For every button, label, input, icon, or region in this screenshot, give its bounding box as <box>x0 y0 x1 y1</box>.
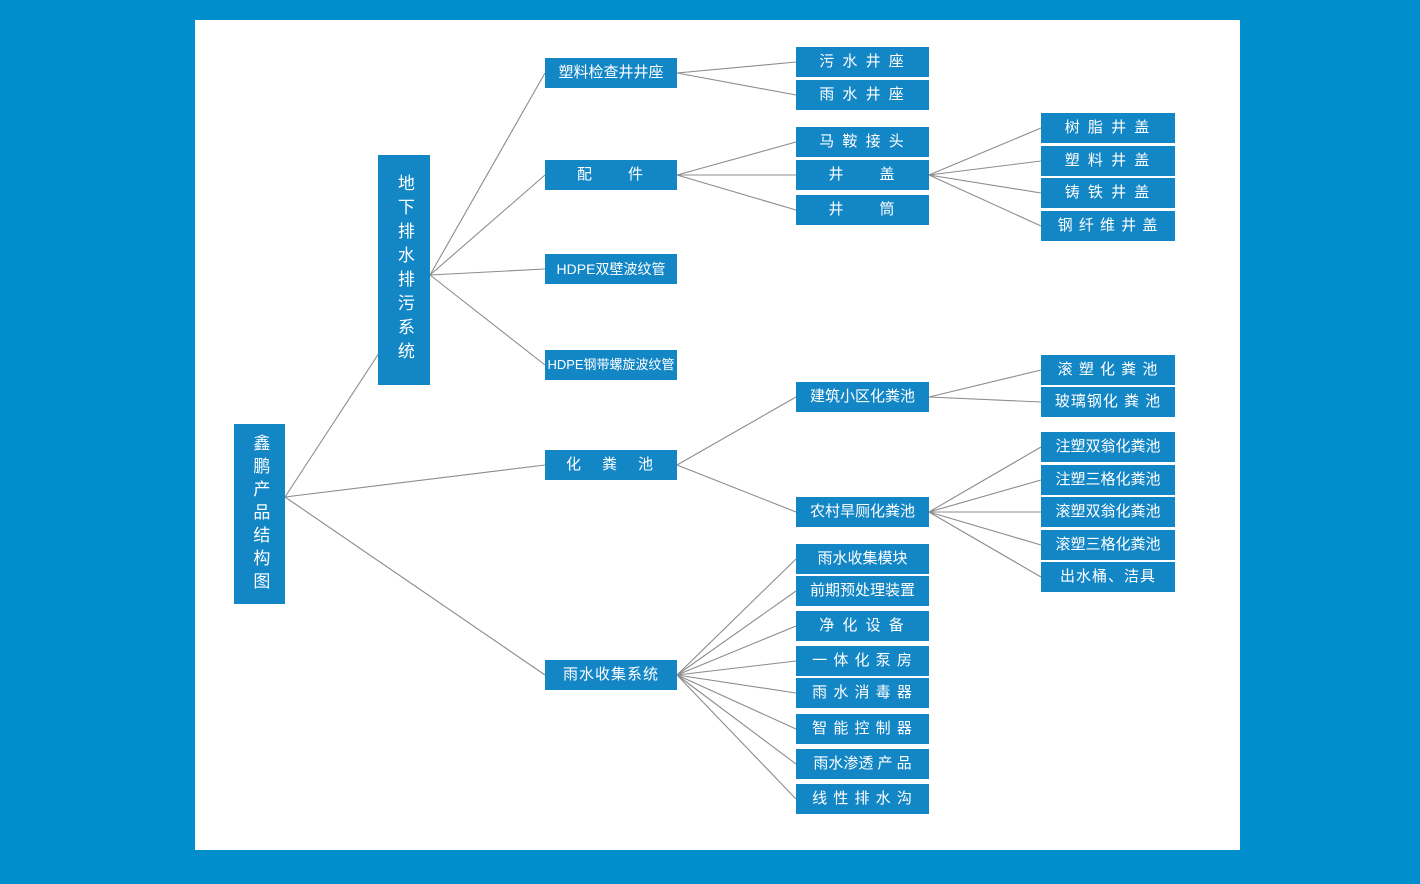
node-injection-molded-double-urn-septic-tank[interactable]: 注塑双翁化粪池 <box>1041 432 1175 462</box>
node-underground-drainage-system[interactable]: 地下排水排污系统 <box>378 155 430 385</box>
node-rainwater-collection-system[interactable]: 雨水收集系统 <box>545 660 677 690</box>
connector-l2_b-to-l3_b1 <box>676 396 797 466</box>
connector-l2_a2-to-l3_a2_3 <box>676 174 797 211</box>
connector-l3_a2_2-to-l4_cover_3 <box>928 174 1042 194</box>
node-hdpe-double-wall-corrugated-pipe[interactable]: HDPE双壁波纹管 <box>545 254 677 284</box>
node-plastic-manhole-cover[interactable]: 塑 料 井 盖 <box>1041 146 1175 176</box>
connector-l2_b-to-l3_b2 <box>676 464 797 513</box>
node-frp-septic-tank[interactable]: 玻璃钢化 粪 池 <box>1041 387 1175 417</box>
connector-l3_b2-to-l4_b2_4 <box>928 511 1042 546</box>
connector-l1_a-to-l2_a2 <box>429 174 546 276</box>
connector-l3_b2-to-l4_b2_5 <box>928 511 1042 578</box>
connector-l3_a2_2-to-l4_cover_1 <box>928 127 1042 176</box>
node-plastic-inspection-well-base[interactable]: 塑料检查井井座 <box>545 58 677 88</box>
connector-l3_b1-to-l4_b1_1 <box>928 369 1042 398</box>
node-well-shaft[interactable]: 井 筒 <box>796 195 929 225</box>
connector-l2_c-to-l3_c4 <box>676 660 797 676</box>
node-purification-equipment[interactable]: 净 化 设 备 <box>796 611 929 641</box>
node-rotomolded-double-urn-septic-tank[interactable]: 滚塑双翁化粪池 <box>1041 497 1175 527</box>
node-sewage-well-base[interactable]: 污 水 井 座 <box>796 47 929 77</box>
node-rotomolded-three-compartment-septic-tank[interactable]: 滚塑三格化粪池 <box>1041 530 1175 560</box>
connector-l2_a1-to-l3_a1_2 <box>676 72 797 96</box>
node-steel-fiber-manhole-cover[interactable]: 钢 纤 维 井 盖 <box>1041 211 1175 241</box>
node-injection-molded-three-compartment-septic-tank[interactable]: 注塑三格化粪池 <box>1041 465 1175 495</box>
connector-l2_c-to-l3_c2 <box>676 590 797 676</box>
node-smart-controller[interactable]: 智 能 控 制 器 <box>796 714 929 744</box>
node-root[interactable]: 鑫鹏产品结构图 <box>234 424 285 604</box>
connector-l1_a-to-l2_a1 <box>429 72 546 276</box>
connector-l3_b1-to-l4_b1_2 <box>928 396 1042 403</box>
connector-l3_a2_2-to-l4_cover_2 <box>928 160 1042 176</box>
connector-l2_c-to-l3_c8 <box>676 674 797 800</box>
node-integrated-pump-house[interactable]: 一 体 化 泵 房 <box>796 646 929 676</box>
node-rainwater-collection-module[interactable]: 雨水收集模块 <box>796 544 929 574</box>
connector-root-to-l2_b <box>284 464 546 498</box>
connector-l2_c-to-l3_c5 <box>676 674 797 694</box>
node-rainwater-infiltration-products[interactable]: 雨水渗透 产 品 <box>796 749 929 779</box>
node-rainwater-well-base[interactable]: 雨 水 井 座 <box>796 80 929 110</box>
node-hdpe-steel-belt-spiral-corrugated-pipe[interactable]: HDPE钢带螺旋波纹管 <box>545 350 677 380</box>
connector-l2_c-to-l3_c1 <box>676 558 797 676</box>
node-pre-treatment-device[interactable]: 前期预处理装置 <box>796 576 929 606</box>
connector-l2_a1-to-l3_a1_1 <box>676 61 797 74</box>
connector-l2_c-to-l3_c7 <box>676 674 797 765</box>
node-fittings[interactable]: 配 件 <box>545 160 677 190</box>
connector-l1_a-to-l2_a4 <box>429 274 546 366</box>
connector-l2_a2-to-l3_a2_1 <box>676 141 797 176</box>
node-rainwater-sterilizer[interactable]: 雨 水 消 毒 器 <box>796 678 929 708</box>
node-manhole-cover[interactable]: 井 盖 <box>796 160 929 190</box>
node-cast-iron-manhole-cover[interactable]: 铸 铁 井 盖 <box>1041 178 1175 208</box>
node-residential-community-septic-tank[interactable]: 建筑小区化粪池 <box>796 382 929 412</box>
node-linear-drainage-channel[interactable]: 线 性 排 水 沟 <box>796 784 929 814</box>
connector-l2_c-to-l3_c3 <box>676 625 797 676</box>
node-resin-manhole-cover[interactable]: 树 脂 井 盖 <box>1041 113 1175 143</box>
connector-l3_a2_2-to-l4_cover_4 <box>928 174 1042 227</box>
node-outlet-barrel-and-sanitary-ware[interactable]: 出水桶、洁具 <box>1041 562 1175 592</box>
node-saddle-joint[interactable]: 马 鞍 接 头 <box>796 127 929 157</box>
node-rotomolded-septic-tank[interactable]: 滚 塑 化 粪 池 <box>1041 355 1175 385</box>
connector-l2_c-to-l3_c6 <box>676 674 797 730</box>
connector-l3_b2-to-l4_b2_2 <box>928 479 1042 513</box>
node-septic-tank[interactable]: 化 粪 池 <box>545 450 677 480</box>
connector-root-to-l2_c <box>284 496 546 676</box>
connector-l1_a-to-l2_a3 <box>429 268 546 276</box>
node-rural-dry-toilet-septic-tank[interactable]: 农村旱厕化粪池 <box>796 497 929 527</box>
connector-l3_b2-to-l4_b2_1 <box>928 446 1042 513</box>
